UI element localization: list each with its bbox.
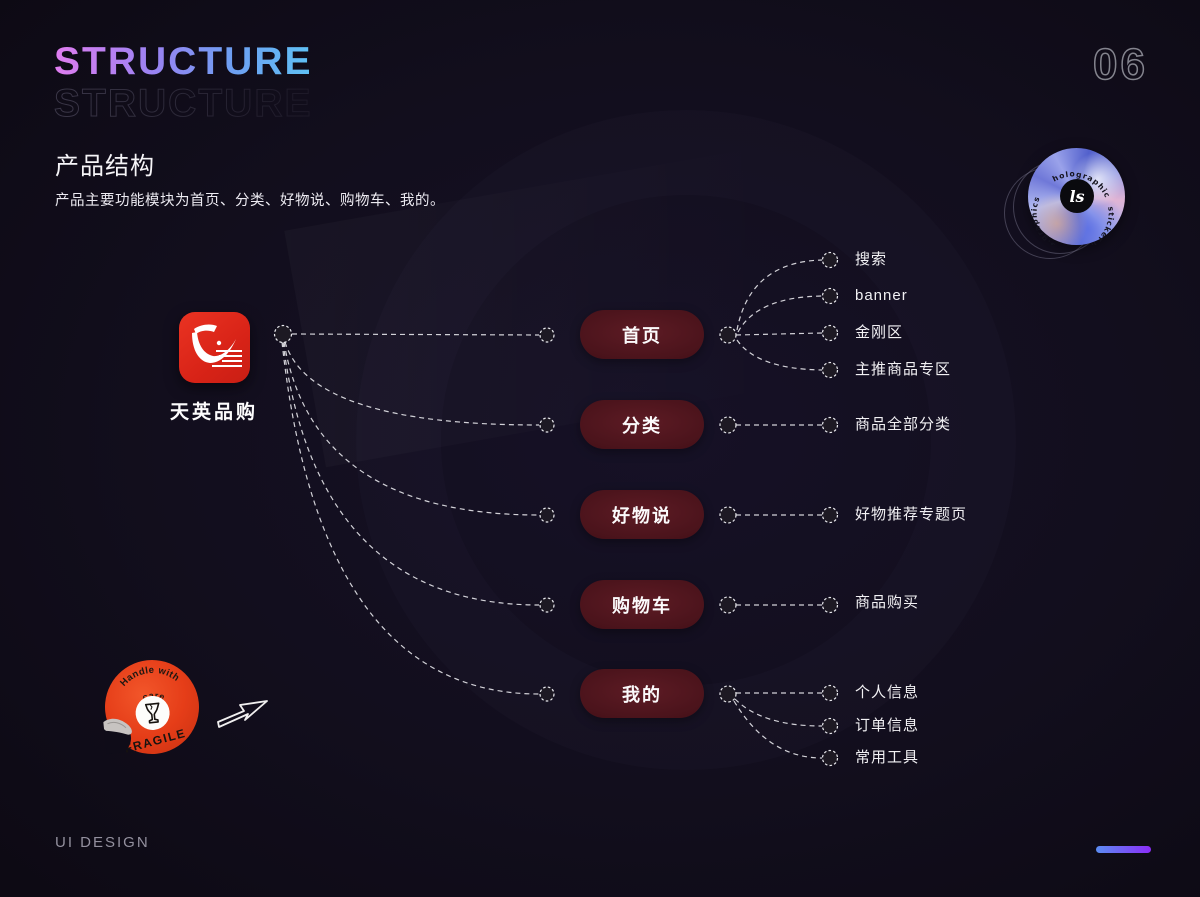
node-leaf-orders <box>821 717 839 735</box>
node-right-goods <box>719 506 737 524</box>
connector-root-goods <box>283 341 540 516</box>
app-logo-icon <box>192 324 242 367</box>
app-name-label: 天英品购 <box>169 402 258 423</box>
holographic-sticker-center: ls <box>1060 179 1094 213</box>
leaf-label-orders: 订单信息 <box>855 717 920 734</box>
connector-home-banner <box>737 295 823 333</box>
node-leaf-search <box>821 251 839 269</box>
node-leaf-recommend <box>821 506 839 524</box>
root-node <box>273 324 293 344</box>
node-right-cart <box>719 596 737 614</box>
node-leaf-purchase <box>821 596 839 614</box>
node-leaf-banner <box>821 287 839 305</box>
node-pill-cart: 购物车 <box>580 580 704 629</box>
page-title: STRUCTURE <box>54 40 313 83</box>
fragile-torn-crease <box>107 721 127 729</box>
connector-root-mine <box>281 341 540 695</box>
node-right-mine <box>719 685 737 703</box>
leaf-label-banner: banner <box>855 287 908 304</box>
page-number: 06 <box>1092 39 1148 90</box>
holo-logo-monogram: ls <box>1069 186 1085 206</box>
fragile-inner-circle <box>135 695 170 730</box>
node-left-goods <box>539 507 555 523</box>
node-pill-mine: 我的 <box>580 669 704 718</box>
node-right-category <box>719 416 737 434</box>
page-title-ghost: STRUCTURE <box>54 82 313 126</box>
leaf-label-featured: 主推商品专区 <box>855 361 952 378</box>
connector-root-category <box>284 341 540 426</box>
connector-home-search <box>736 259 823 331</box>
node-leaf-tools <box>821 749 839 767</box>
node-left-home <box>539 327 555 343</box>
node-leaf-kingkong <box>821 324 839 342</box>
arrow-icon <box>217 700 268 728</box>
node-left-mine <box>539 686 555 702</box>
connector-mine-tools <box>733 700 823 759</box>
leaf-label-kingkong: 金刚区 <box>855 324 904 341</box>
node-pill-home: 首页 <box>580 310 704 359</box>
connector-mine-orders <box>734 698 823 727</box>
node-leaf-featured <box>821 361 839 379</box>
footer-accent-line <box>1096 846 1151 853</box>
node-leaf-profile <box>821 684 839 702</box>
leaf-label-recommend: 好物推荐专题页 <box>855 506 968 523</box>
leaf-label-profile: 个人信息 <box>855 684 920 701</box>
node-left-category <box>539 417 555 433</box>
node-leaf-allcategories <box>821 416 839 434</box>
fragile-sticker-art: Handle with care FRAGILE <box>101 660 199 756</box>
node-right-home <box>719 326 737 344</box>
leaf-label-tools: 常用工具 <box>855 749 920 766</box>
section-subtitle: 产品主要功能模块为首页、分类、好物说、购物车、我的。 <box>55 193 445 209</box>
node-pill-category: 分类 <box>580 400 704 449</box>
fragile-sticker: Handle with care FRAGILE <box>97 652 207 762</box>
broken-glass-icon <box>144 702 160 724</box>
leaf-label-allcategories: 商品全部分类 <box>855 416 952 433</box>
connector-home-featured <box>736 339 823 371</box>
holographic-sticker: holographic sticker mockup ls.graphics l… <box>1028 148 1125 256</box>
leaf-label-search: 搜索 <box>855 251 888 268</box>
connector-root-cart <box>282 341 540 606</box>
node-pill-goods: 好物说 <box>580 490 704 539</box>
connector-root-home <box>291 333 540 336</box>
app-icon <box>179 312 250 383</box>
leaf-label-purchase: 商品购买 <box>855 594 920 611</box>
section-heading: 产品结构 <box>55 153 155 180</box>
connector-home-kingkong <box>735 332 823 336</box>
node-left-cart <box>539 597 555 613</box>
footer-label: UI DESIGN <box>55 834 150 851</box>
